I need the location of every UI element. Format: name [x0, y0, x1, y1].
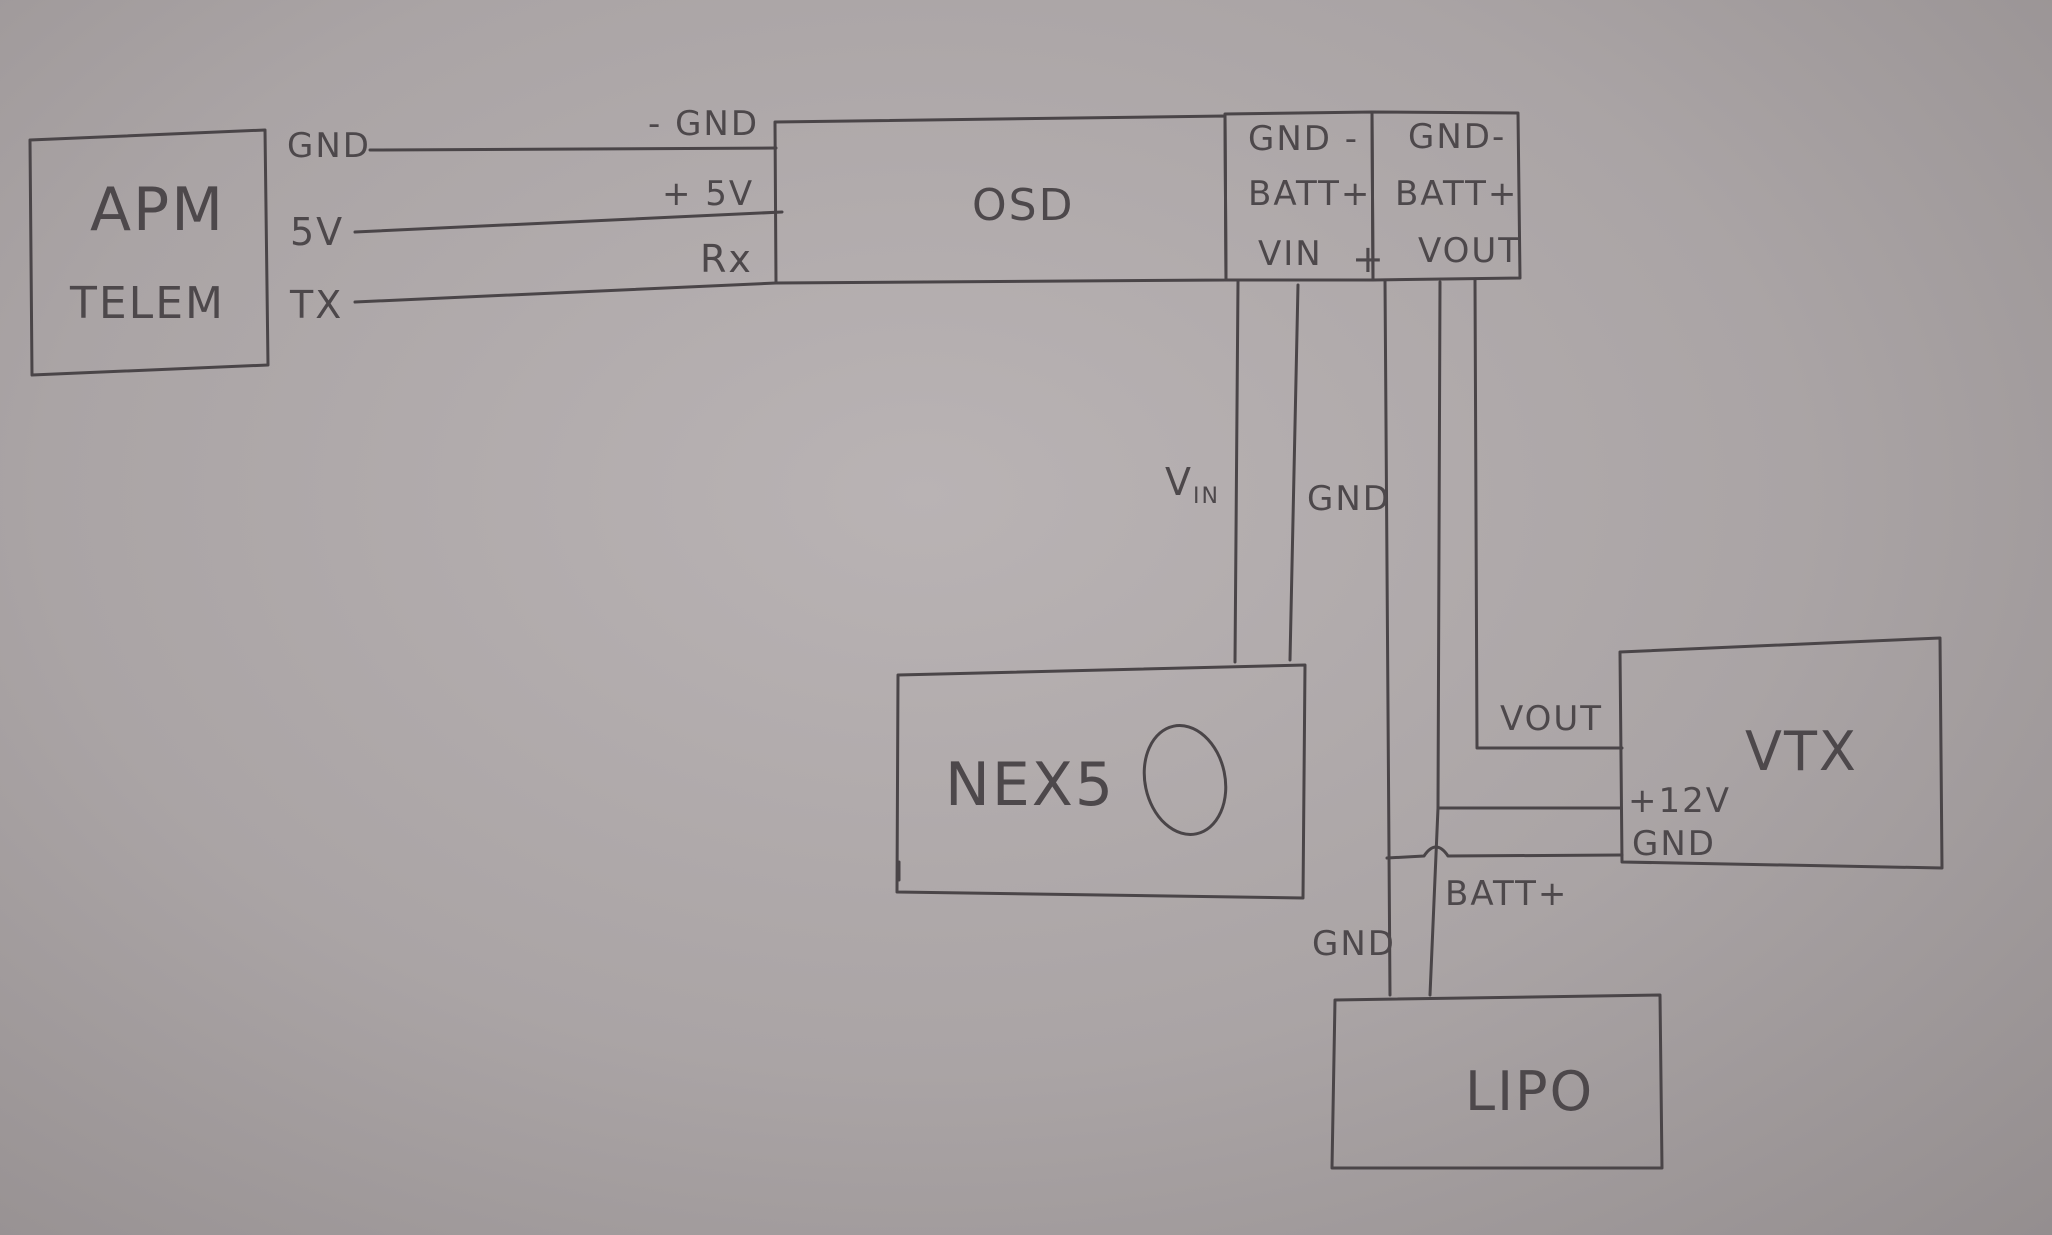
lipo-box: [1330, 993, 1664, 1170]
apm-telem-box: [28, 128, 270, 377]
nex5-box: [895, 663, 1307, 900]
osd-in-gnd-pin: GND -: [1248, 119, 1359, 159]
osd-out-vout-pin: VOUT: [1418, 231, 1521, 271]
osd-in-vin-pin: VIN: [1258, 234, 1323, 274]
wire-vin: [1233, 280, 1240, 664]
osd-out-batt-pin: BATT+: [1395, 174, 1518, 214]
gnd-lipo-wire-label: GND: [1312, 924, 1396, 964]
apm-gnd-pin: GND: [287, 126, 371, 166]
vin-wire-label: V: [1165, 460, 1193, 504]
osd-output-pin-block: [1370, 110, 1522, 282]
wire-apm-5v: [353, 210, 784, 234]
vtx-12v-pin: +12V: [1628, 781, 1731, 821]
batt-wire-label: BATT+: [1445, 874, 1568, 914]
osd-in-batt-pin: BATT+: [1248, 174, 1371, 214]
wire-batt-to-lipo: [1428, 806, 1440, 997]
vtx-box: [1618, 636, 1944, 870]
osd-gnd-pin: - GND: [648, 104, 759, 144]
wire-lipo-gnd: [1383, 278, 1392, 997]
osd-5v-pin: + 5V: [662, 174, 754, 214]
lipo-label: LIPO: [1465, 1060, 1594, 1123]
vin-wire-subscript: IN: [1193, 484, 1220, 509]
wire-vout: [1473, 278, 1624, 750]
apm-5v-pin: 5V: [290, 210, 344, 254]
wire-apm-gnd: [368, 146, 778, 152]
osd-rx-pin: Rx: [700, 237, 753, 281]
vtx-label: VTX: [1745, 720, 1858, 783]
wire-nex-gnd: [1288, 283, 1300, 662]
plus-symbol: +: [1352, 237, 1386, 281]
gnd-nex-wire-label: GND: [1307, 479, 1391, 519]
wire-apm-tx: [353, 281, 778, 304]
telem-label: TELEM: [69, 278, 225, 329]
nex5-label: NEX5: [945, 750, 1115, 820]
vtx-vout-pin: VOUT: [1500, 699, 1603, 739]
apm-label: APM: [90, 175, 225, 245]
vtx-gnd-pin: GND: [1632, 824, 1716, 864]
wire-vtx-gnd-to-lipo-gnd: [1385, 845, 1624, 860]
apm-tx-pin: TX: [289, 283, 343, 327]
osd-out-gnd-pin: GND-: [1408, 117, 1506, 157]
osd-label: OSD: [972, 180, 1074, 231]
nex5-lens-circle: [1142, 724, 1228, 836]
